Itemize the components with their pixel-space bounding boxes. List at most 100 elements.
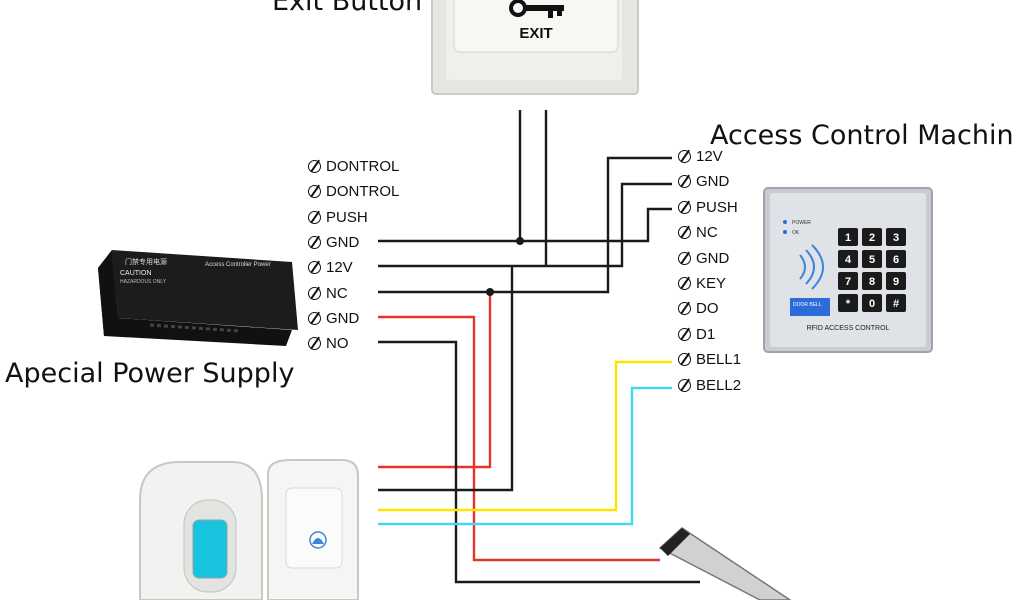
access-terminal-label: NC: [696, 224, 718, 242]
keypad-bottom-text: RFID ACCESS CONTROL: [807, 325, 890, 332]
power-caution-sub: HAZARDOUS ONLY: [120, 279, 167, 285]
screw-terminal-icon: [678, 327, 691, 341]
exit-button-device: EXIT: [431, 0, 639, 95]
keypad-key: [838, 272, 858, 290]
keypad-key-label: 0: [869, 298, 875, 310]
keypad-key-label: 4: [845, 254, 852, 266]
access-terminal: NC: [678, 224, 718, 241]
access-terminal: 12V: [678, 148, 723, 165]
doorbell-key-text: DOOR BELL: [793, 302, 822, 308]
screw-terminal-icon: [678, 353, 691, 367]
led-power-label: POWER: [792, 220, 811, 226]
keypad-key-label: 7: [845, 276, 851, 288]
keypad-key-label: 1: [845, 232, 851, 244]
keypad-key: [886, 294, 906, 312]
screw-terminal-icon: [678, 226, 691, 240]
bell-icon: [309, 531, 327, 549]
fingerprint-device: [139, 461, 263, 600]
magnetic-lock-device: [658, 527, 792, 600]
access-control-keypad: POWER OK DOOR BELL RFID ACCESS CONTROL 1…: [763, 187, 933, 353]
access-terminal-label: KEY: [696, 275, 727, 292]
screw-terminal-icon: [308, 311, 321, 325]
psu-terminal-label: GND: [326, 309, 360, 327]
access-terminal-label: GND: [696, 249, 730, 267]
screw-terminal-icon: [678, 251, 691, 265]
rfid-icon: [799, 244, 824, 290]
keypad-key: [862, 250, 882, 268]
screw-terminal-icon: [678, 150, 691, 163]
power-title-en: Access Controller Power: [205, 262, 271, 268]
psu-terminal-label: DONTROL: [326, 158, 400, 175]
screw-terminal-icon: [308, 286, 321, 300]
access-terminal: GND: [678, 173, 729, 190]
screw-terminal-icon: [308, 185, 321, 199]
keypad-key: [886, 228, 906, 246]
keypad-keys: 1 2 3 4 5 6 7 8 9 * 0 #: [838, 228, 906, 312]
power-supply-label: Apecial Power Supply: [5, 358, 295, 389]
keypad-key-label: 5: [869, 254, 875, 266]
screw-terminal-icon: [308, 160, 321, 173]
screw-terminal-icon: [678, 277, 691, 290]
access-terminal-label: BELL1: [696, 351, 742, 369]
psu-terminal: DONTROL: [308, 158, 399, 175]
doorbell-device: [267, 459, 359, 600]
keypad-key-label: 9: [893, 276, 899, 288]
access-terminal-label: DO: [696, 300, 719, 318]
psu-terminal-label: DONTROL: [326, 183, 400, 201]
psu-terminal: PUSH: [308, 209, 368, 226]
screw-terminal-icon: [678, 302, 691, 316]
access-terminal-label: BELL2: [696, 376, 742, 394]
screw-terminal-icon: [308, 261, 321, 275]
screw-terminal-icon: [308, 235, 321, 249]
keypad-key: [838, 294, 858, 312]
psu-terminal: NC: [308, 285, 348, 302]
led-ok-label: OK: [792, 230, 800, 236]
psu-terminal-label: GND: [326, 233, 360, 251]
exit-key-text: EXIT: [519, 25, 552, 42]
psu-terminal: GND: [308, 310, 359, 327]
access-terminal: BELL2: [678, 377, 741, 394]
keypad-key: [862, 294, 882, 312]
psu-terminal-label: NC: [326, 284, 348, 302]
access-terminal: PUSH: [678, 199, 738, 216]
psu-terminal: 12V: [308, 259, 353, 276]
access-terminal-label: GND: [696, 173, 730, 191]
psu-terminal-label: PUSH: [326, 208, 368, 226]
psu-terminal: GND: [308, 234, 359, 251]
power-title-cn: 门禁专用电源: [125, 257, 167, 266]
keypad-key: [862, 228, 882, 246]
access-control-label: Access Control Machin: [710, 120, 1014, 151]
exit-button-label: Exit Button: [272, 0, 423, 17]
power-caution: CAUTION: [120, 270, 152, 277]
wires: [378, 110, 700, 584]
access-terminal-label: 12V: [696, 148, 723, 165]
access-terminal: GND: [678, 250, 729, 267]
access-terminal-label: PUSH: [696, 198, 738, 216]
psu-terminal-label: NO: [326, 335, 349, 353]
keypad-key: [886, 272, 906, 290]
keypad-key-label: 2: [869, 232, 875, 244]
keypad-key-label: *: [846, 298, 851, 310]
access-terminal: D1: [678, 326, 715, 343]
access-terminal: BELL1: [678, 351, 741, 368]
psu-terminal: NO: [308, 335, 349, 352]
access-terminal: KEY: [678, 275, 726, 292]
keypad-key-label: #: [893, 298, 899, 310]
key-icon: [509, 0, 564, 18]
keypad-key-label: 3: [893, 232, 899, 244]
keypad-key-label: 8: [869, 276, 875, 288]
access-terminal: DO: [678, 300, 719, 317]
psu-terminal: DONTROL: [308, 183, 399, 200]
screw-terminal-icon: [678, 175, 691, 189]
keypad-key: [886, 250, 906, 268]
keypad-key-label: 6: [893, 254, 899, 266]
access-terminal-label: D1: [696, 325, 716, 343]
keypad-key: [862, 272, 882, 290]
screw-terminal-icon: [678, 378, 691, 392]
screw-terminal-icon: [308, 337, 321, 351]
keypad-key: [838, 228, 858, 246]
keypad-key: [838, 250, 858, 268]
screw-terminal-icon: [308, 210, 321, 224]
